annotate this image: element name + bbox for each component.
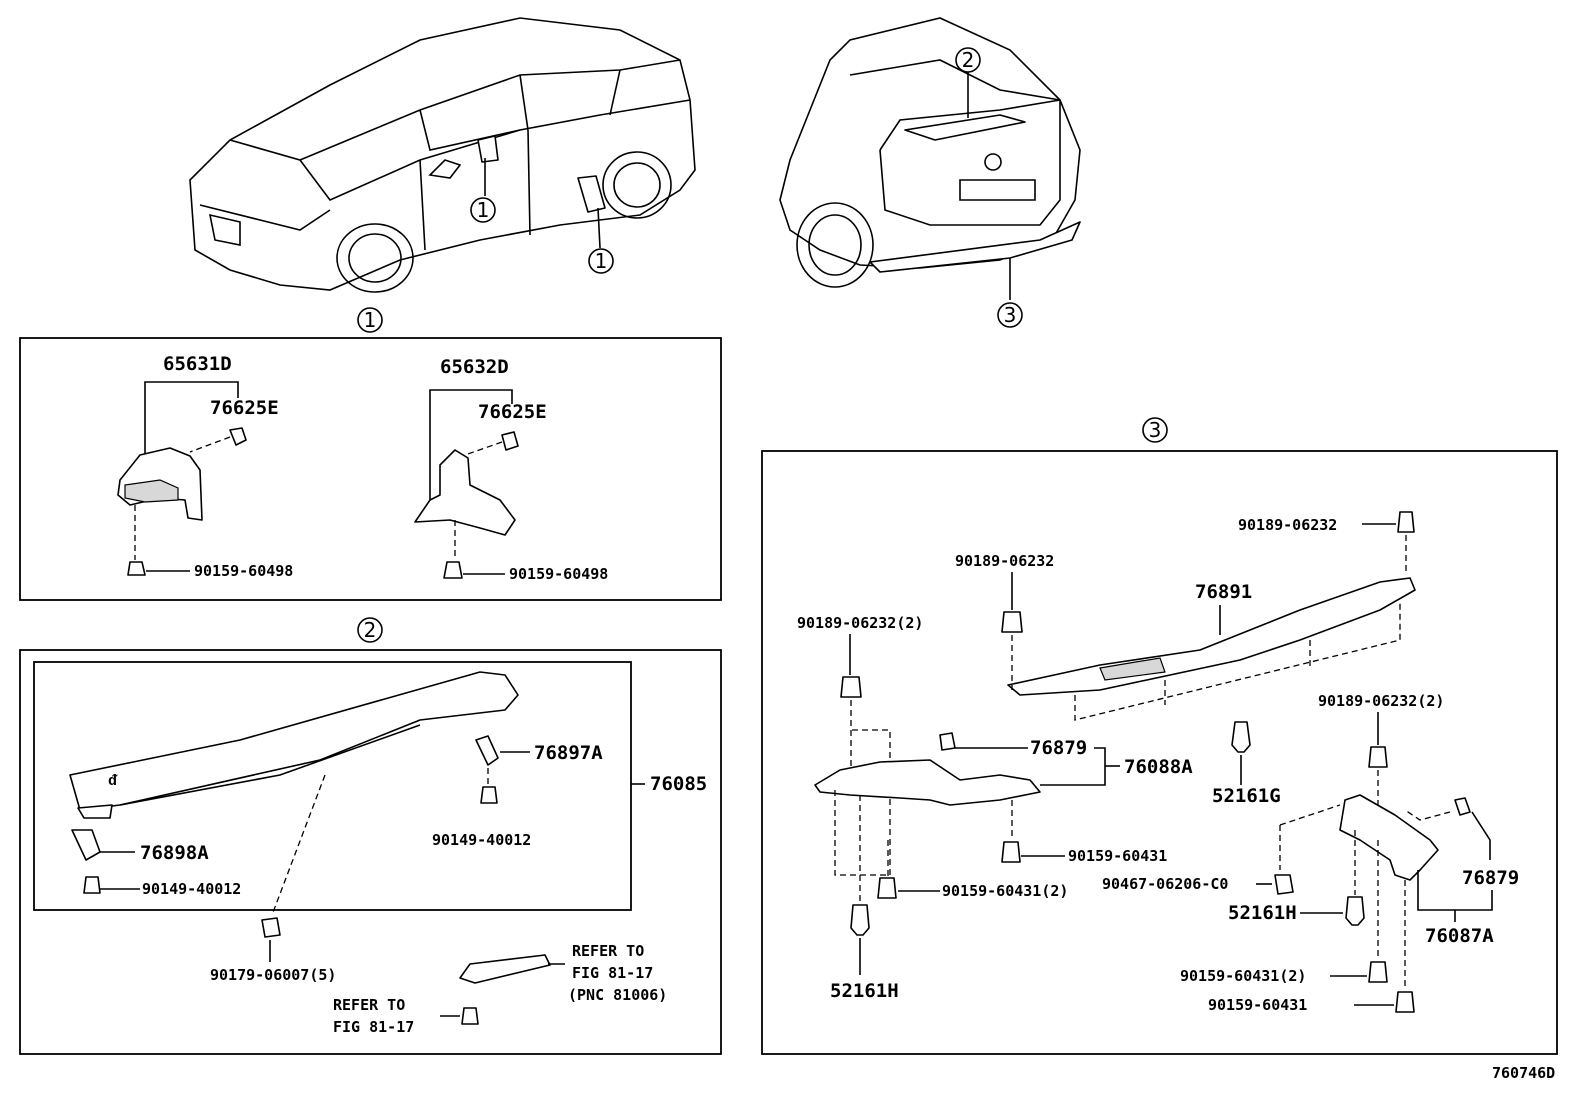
part-number-90159-60431-right: 90159-60431 [1208, 996, 1307, 1014]
svg-text:1: 1 [595, 249, 608, 273]
part-number-90189-06232-left: 90189-06232(2) [797, 614, 923, 632]
pin-52161H-right: 52161H [1228, 830, 1365, 926]
svg-text:3: 3 [1004, 303, 1017, 327]
part-number-76625E-right: 76625E [478, 401, 547, 423]
section-1-box [19, 337, 722, 601]
part-number-76891: 76891 [1195, 581, 1252, 603]
part-number-90159-60431-mid: 90159-60431 [1068, 847, 1167, 865]
part-number-90149-40012-right: 90149-40012 [432, 831, 531, 849]
reference-screw: REFER TO FIG 81-17 [333, 996, 479, 1036]
section-2-inner-box [33, 661, 632, 911]
section-3-box [761, 450, 1558, 1055]
svg-text:2: 2 [364, 618, 377, 642]
bolt-90189-06232-right: 90189-06232(2) [1318, 692, 1444, 830]
bolt-90159-60431-right: 90159-60431 [1208, 880, 1415, 1014]
part-number-90189-06232-right: 90189-06232(2) [1318, 692, 1444, 710]
front-callout-1a: 1 [470, 197, 496, 223]
part-90179-06007-nut: 90179-06007(5) [210, 774, 336, 984]
part-number-65631D: 65631D [163, 353, 232, 375]
svg-text:2: 2 [962, 48, 975, 72]
section-2-outer-box [19, 649, 722, 1055]
svg-text:1: 1 [364, 308, 377, 332]
section-3-callout: 3 [1142, 417, 1168, 443]
part-number-76898A: 76898A [140, 842, 209, 864]
pin-52161H-left: 52161H [830, 795, 899, 1002]
part-76088A-cover: 76879 76088A [814, 729, 1193, 876]
rear-callout-2: 2 [955, 47, 981, 73]
part-76898A-cover: 76898A 90149-40012 [71, 829, 241, 898]
refer-to-label-2: REFER TO [333, 996, 405, 1014]
part-number-65632D: 65632D [440, 356, 509, 378]
part-number-76879-b: 76879 [1462, 867, 1519, 889]
part-number-76085: 76085 [650, 773, 707, 795]
pnc-ref: (PNC 81006) [568, 986, 667, 1004]
front-callout-1b: 1 [588, 248, 614, 274]
part-65632D-bracket: 65632D 76625E 90159-60498 [414, 356, 608, 583]
front-car-illustration [189, 17, 696, 293]
part-76897A-cover: 76897A 90149-40012 [432, 735, 603, 849]
part-number-76897A: 76897A [534, 742, 603, 764]
fig-ref-1: FIG 81-17 [572, 964, 653, 982]
part-number-76088A: 76088A [1124, 756, 1193, 778]
part-number-90159-60498-right: 90159-60498 [509, 565, 608, 583]
part-65631D-bracket: 65631D 76625E 90159-60498 [117, 353, 293, 580]
nut-90467-06206-C0: 90467-06206-C0 [1102, 874, 1294, 895]
bolt-90189-06232-left: 90189-06232(2) [797, 614, 923, 790]
section-2-callout: 2 [357, 617, 383, 643]
part-76085-spoiler: ᵭ 76085 [69, 671, 707, 819]
bolt-90189-06232-top-right: 90189-06232 [1238, 511, 1415, 575]
part-number-90159-60431-right-2: 90159-60431(2) [1180, 967, 1306, 985]
bolt-90189-06232-top-mid: 90189-06232 [955, 552, 1054, 690]
part-number-90467-06206-C0: 90467-06206-C0 [1102, 875, 1228, 893]
part-76891-cover: 76891 [1007, 577, 1416, 721]
part-number-76087A: 76087A [1425, 925, 1494, 947]
reference-high-mount-stop-lamp: REFER TO FIG 81-17 (PNC 81006) [459, 942, 667, 1004]
part-number-90149-40012-left: 90149-40012 [142, 880, 241, 898]
bolt-90159-60431-right-2: 90159-60431(2) [1180, 840, 1388, 985]
fig-ref-2: FIG 81-17 [333, 1018, 414, 1036]
figure-id: 760746D [1492, 1064, 1555, 1082]
part-number-90179-06007: 90179-06007(5) [210, 966, 336, 984]
section-1-callout: 1 [357, 307, 383, 333]
rear-car-illustration [779, 17, 1081, 300]
part-number-90189-06232-top-mid: 90189-06232 [955, 552, 1054, 570]
svg-text:ᵭ: ᵭ [108, 771, 118, 789]
rear-callout-3: 3 [997, 302, 1023, 328]
part-number-90159-60498-left: 90159-60498 [194, 562, 293, 580]
part-number-76879-a: 76879 [1030, 737, 1087, 759]
part-number-52161H-left: 52161H [830, 980, 899, 1002]
refer-to-label-1: REFER TO [572, 942, 644, 960]
part-number-52161G: 52161G [1212, 785, 1281, 807]
bolt-90159-60431-left: 90159-60431(2) [877, 840, 1068, 900]
part-number-52161H-right: 52161H [1228, 902, 1297, 924]
part-number-90159-60431-left: 90159-60431(2) [942, 882, 1068, 900]
svg-text:1: 1 [477, 198, 490, 222]
svg-text:3: 3 [1149, 418, 1162, 442]
pin-52161G: 52161G [1212, 721, 1281, 807]
bolt-90159-60431-mid: 90159-60431 [1001, 800, 1167, 865]
part-number-76625E-left: 76625E [210, 397, 279, 419]
part-76087A-cover: 76879 76087A [1279, 794, 1519, 947]
part-number-90189-06232-top-right: 90189-06232 [1238, 516, 1337, 534]
